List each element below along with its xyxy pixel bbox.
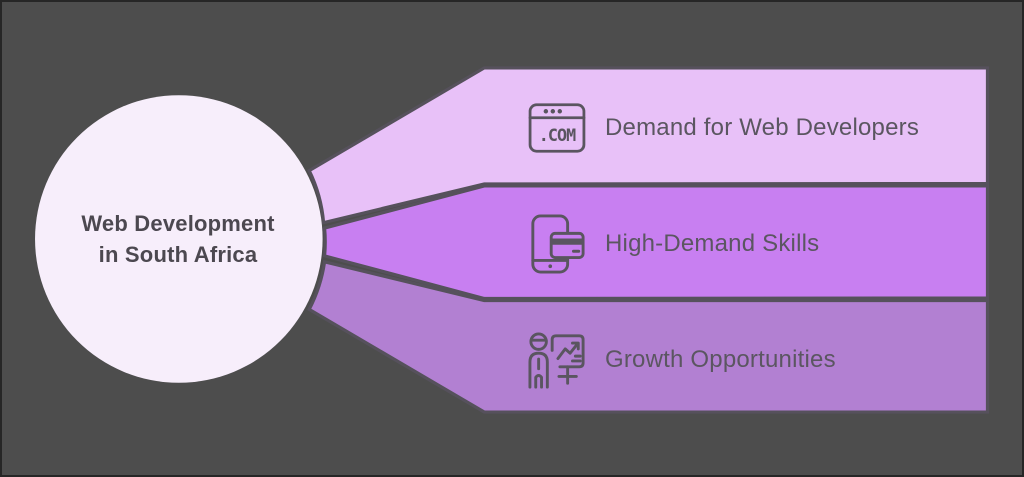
browser-dotcom-icon: .COM bbox=[525, 96, 589, 160]
list-item-skills: High-Demand Skills bbox=[525, 212, 819, 276]
banner-shape-demand bbox=[307, 66, 990, 225]
phone-card-icon bbox=[525, 212, 589, 276]
item-label: High-Demand Skills bbox=[605, 230, 820, 257]
dotcom-label: .COM bbox=[539, 125, 576, 145]
item-label: Growth Opportunities bbox=[605, 346, 836, 373]
hub-title-line1: Web Development bbox=[81, 211, 275, 236]
hub-circle bbox=[35, 95, 323, 383]
hub-title-line2: in South Africa bbox=[98, 242, 258, 267]
banner-shape-skills bbox=[322, 184, 990, 301]
presenter-chart-icon bbox=[525, 328, 589, 392]
list-item-growth: Growth Opportunities bbox=[525, 328, 836, 392]
list-item-demand: .COM Demand for Web Developers bbox=[525, 96, 919, 160]
banner-shape-growth bbox=[307, 259, 990, 414]
hub-title: Web Development in South Africa bbox=[38, 208, 318, 270]
item-label: Demand for Web Developers bbox=[605, 114, 920, 141]
